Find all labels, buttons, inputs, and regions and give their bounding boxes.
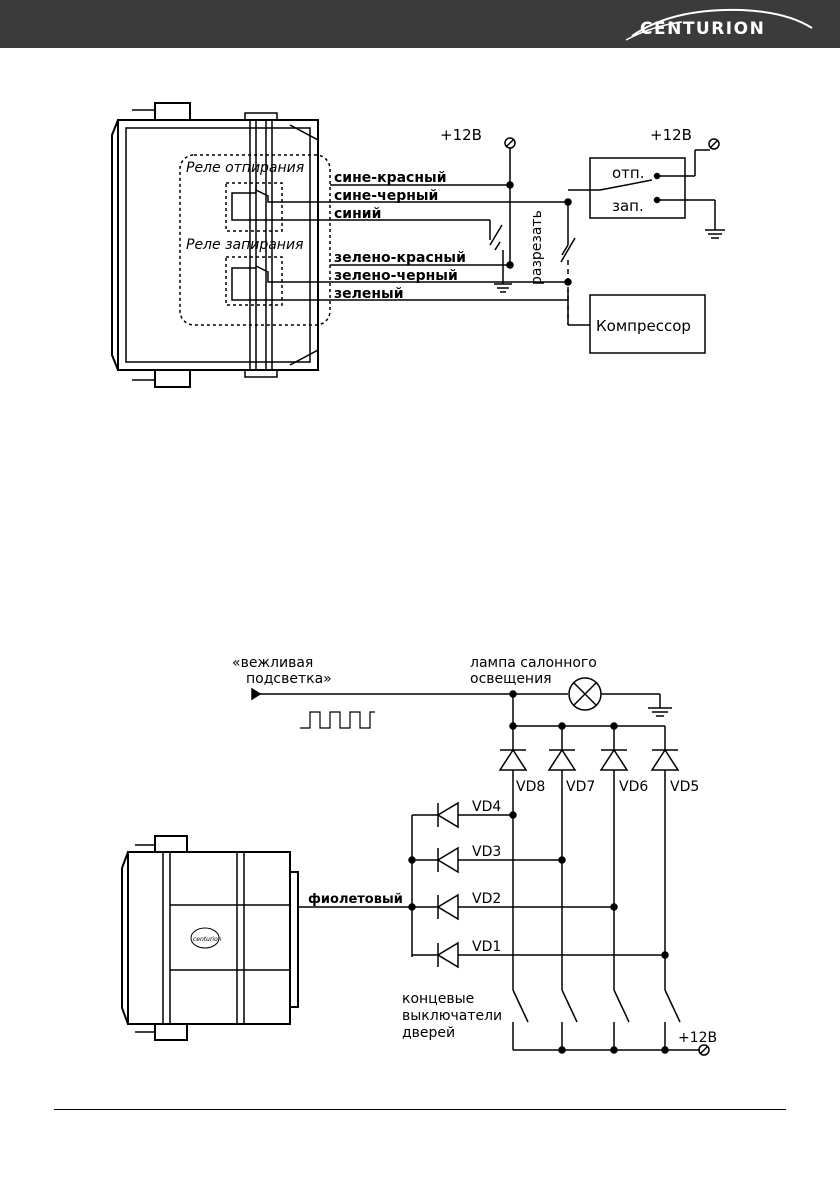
switches-label-1: концевые (402, 991, 474, 1007)
lock-position-label: зап. (612, 197, 644, 215)
vd6-label: VD6 (619, 779, 648, 795)
diodes-top (500, 726, 678, 1050)
unit-logo-text: centurion (193, 936, 222, 943)
violet-wire-label: фиолетовый (308, 892, 403, 907)
wire-label: сине-черный (334, 188, 438, 204)
relay-unlock-box (226, 183, 282, 231)
plus12-left-label: +12В (440, 126, 482, 144)
vd2-label: VD2 (472, 891, 501, 907)
relay-unlock-label: Реле отпирания (186, 160, 304, 176)
vd3-label: VD3 (472, 844, 501, 860)
wire-label: сине-красный (334, 170, 447, 186)
wire-label: зелено-красный (334, 250, 466, 266)
cut-label: разрезать (529, 210, 545, 285)
courtesy-label-2: подсветка» (246, 671, 332, 687)
wire-label: зеленый (334, 286, 404, 302)
switches-label-3: дверей (402, 1025, 455, 1041)
switches-label-2: выключатели (402, 1008, 502, 1024)
lamp-label-2: освещения (470, 671, 552, 687)
lamp-label-1: лампа салонного (470, 655, 597, 671)
relay-lock-box (226, 257, 282, 305)
wire-label: зелено-черный (334, 268, 458, 284)
door-switches (513, 990, 665, 1022)
plus12-label: +12В (678, 1030, 717, 1046)
vd5-label: VD5 (670, 779, 699, 795)
footer-rule (54, 1109, 786, 1110)
plus12-right-label: +12В (650, 126, 692, 144)
relay-lock-label: Реле запирания (186, 237, 303, 253)
courtesy-label-1: «вежливая (232, 655, 313, 671)
vd4-label: VD4 (472, 799, 501, 815)
unlock-position-label: отп. (612, 164, 645, 182)
vd1-label: VD1 (472, 939, 501, 955)
wire-label: синий (334, 206, 381, 222)
compressor-label: Компрессор (596, 317, 691, 335)
vd8-label: VD8 (516, 779, 545, 795)
vd7-label: VD7 (566, 779, 595, 795)
